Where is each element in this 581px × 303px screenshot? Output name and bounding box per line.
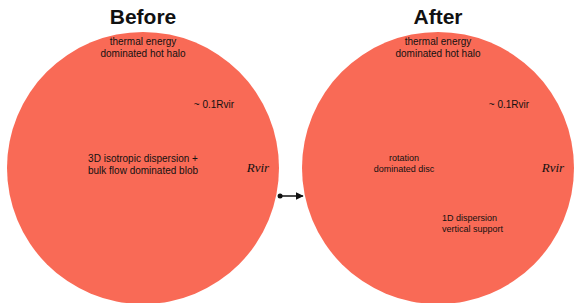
disc-label: rotation dominated disc [372, 153, 436, 175]
panel-heading: After [363, 4, 513, 29]
halo-label: thermal energy dominated hot halo [91, 36, 195, 60]
virial-halo: ~ 0.1Rvir 3D isotropic dispersion + bulk … [7, 32, 279, 303]
virial-halo: rotation dominated disc 1D dispersion ver… [302, 32, 574, 303]
virial-halo-shape [302, 32, 574, 303]
radius-symbol: Rvir [241, 160, 275, 176]
radius-label: ~ 0.1Rvir [183, 99, 245, 111]
radius-label: ~ 0.1Rvir [478, 99, 540, 111]
radius-symbol: Rvir [536, 160, 570, 176]
halo-disc [7, 32, 279, 303]
halo-disc [302, 32, 574, 303]
panel-heading: Before [68, 4, 218, 29]
halo-label: thermal energy dominated hot halo [386, 36, 490, 60]
arrow-tail-dot [278, 194, 283, 199]
support-label: 1D dispersion vertical support [441, 213, 513, 235]
blob-label: 3D isotropic dispersion + bulk flow domi… [86, 153, 200, 177]
